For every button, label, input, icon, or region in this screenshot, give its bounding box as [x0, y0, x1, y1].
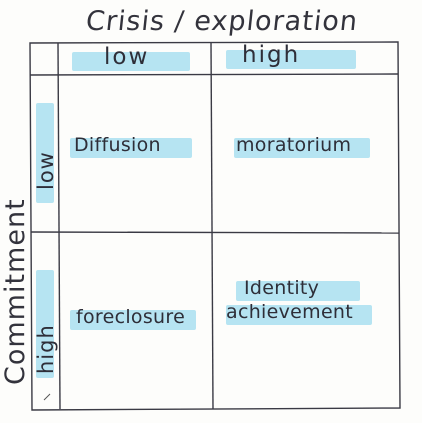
cell-diffusion-highlight — [70, 138, 192, 158]
row-header-low: low — [34, 151, 58, 190]
cell-identity-line2: achievement — [226, 301, 354, 323]
col-high-highlight — [226, 50, 356, 69]
col-header-high: high — [242, 42, 301, 68]
column-divider — [210, 41, 214, 410]
header-divider — [29, 73, 399, 76]
cell-achievement-highlight — [226, 305, 372, 325]
cell-foreclosure: foreclosure — [76, 306, 186, 328]
cell-moratorium-highlight — [234, 138, 370, 158]
cell-identity-line1: Identity — [244, 277, 320, 299]
row-low-highlight — [36, 103, 54, 203]
cell-diffusion: Diffusion — [74, 134, 161, 156]
col-header-low: low — [104, 44, 150, 70]
row-high-highlight — [36, 270, 54, 378]
row-divider — [30, 231, 400, 234]
cell-moratorium: moratorium — [236, 134, 352, 156]
cell-identity-highlight — [236, 281, 360, 301]
outer-border — [29, 41, 401, 411]
corner-mark — [43, 393, 51, 401]
cell-foreclosure-highlight — [70, 310, 196, 330]
axis-label-commitment: Commitment — [0, 198, 31, 385]
col-low-highlight — [72, 52, 190, 71]
row-label-divider — [57, 42, 61, 410]
row-header-high: high — [34, 324, 58, 374]
